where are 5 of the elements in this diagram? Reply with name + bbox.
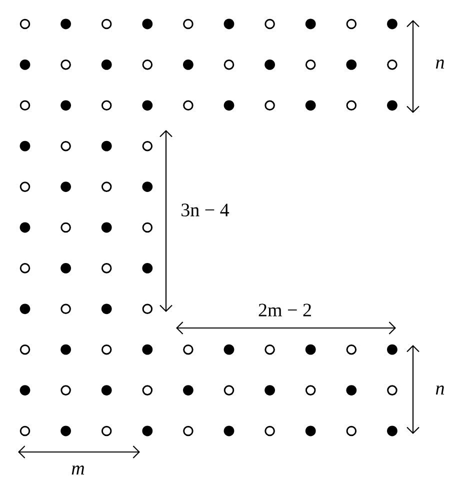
dimension-label: n — [436, 60, 444, 68]
dimension-label: m — [72, 466, 84, 474]
dimension-label: 3n − 4 — [182, 204, 230, 216]
dimension-label: n — [436, 386, 444, 394]
dimension-label: 2m − 2 — [258, 304, 311, 316]
